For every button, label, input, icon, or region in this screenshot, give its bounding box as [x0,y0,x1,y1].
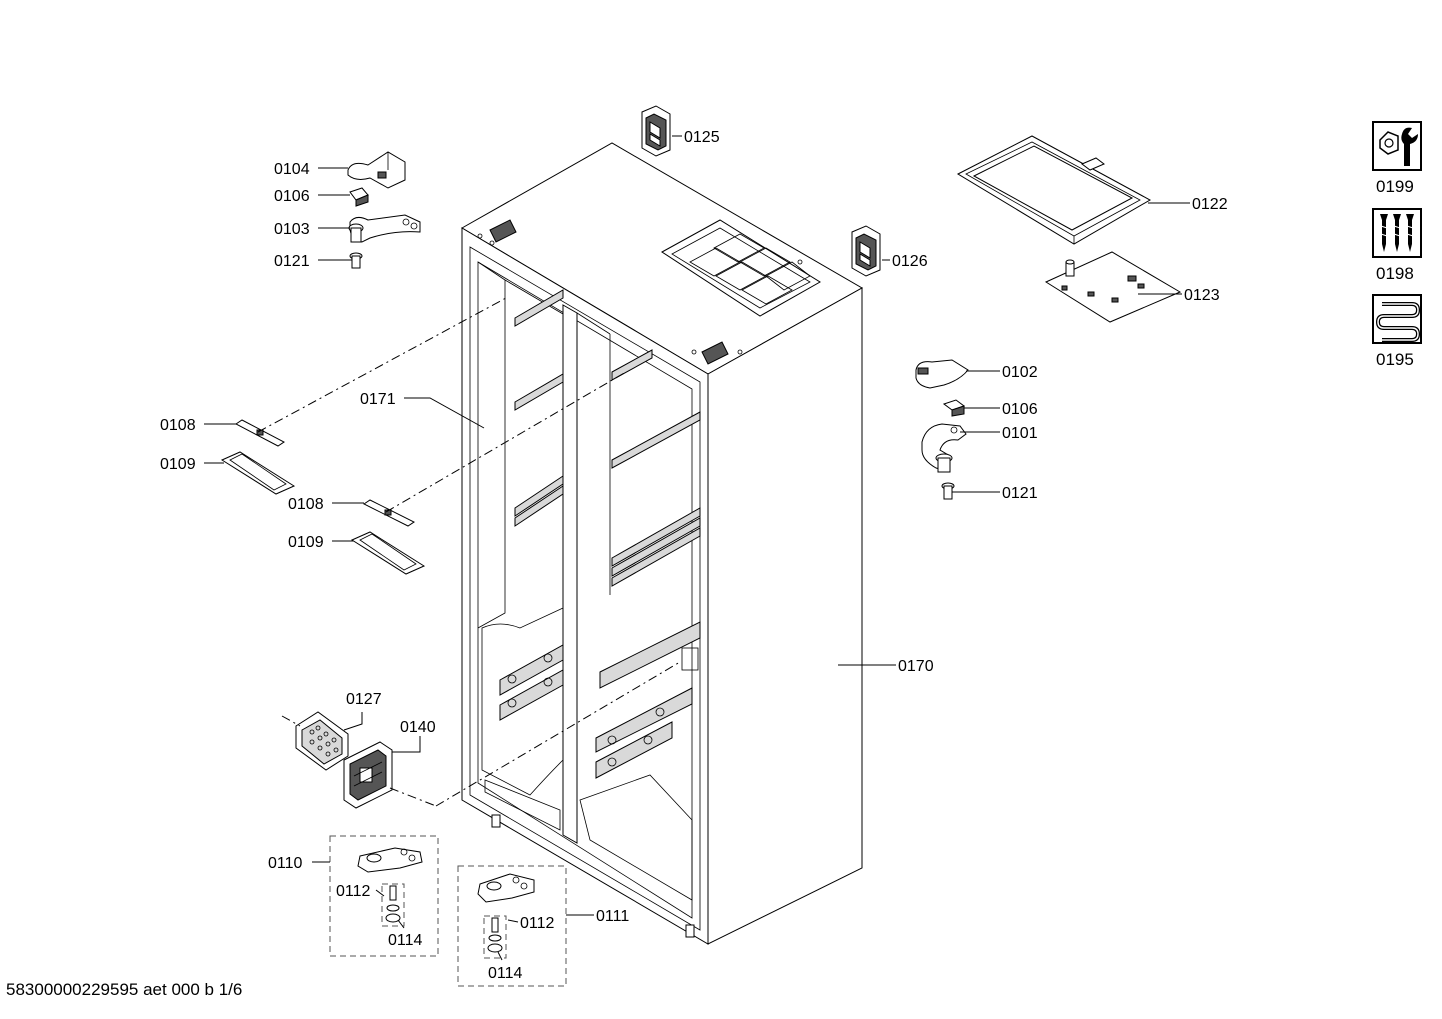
label-0170: 0170 [898,658,934,675]
grease-tube-icon [1372,294,1422,344]
hinge-cover-0102 [915,359,969,389]
strip-0108-bottom [363,499,415,527]
label-0199: 0199 [1376,177,1414,196]
tray-0109-bottom [350,531,426,575]
label-0125: 0125 [684,129,720,146]
label-0112-right: 0112 [520,915,555,932]
refrigerator-cabinet [461,142,864,945]
hinge-block-0106-right [942,399,966,417]
label-0195: 0195 [1376,350,1414,369]
label-0106-right: 0106 [1002,401,1038,418]
label-0112-left: 0112 [336,883,371,900]
label-0110: 0110 [268,855,303,872]
screws-icon [1372,208,1422,258]
label-0108-bottom: 0108 [288,496,324,513]
label-0108-top: 0108 [160,417,196,434]
hinge-kit-0110 [329,835,439,957]
bracket-0126 [851,225,881,277]
hinge-cover-0104 [347,151,406,189]
hinge-0101 [921,423,967,473]
label-0114-left: 0114 [388,932,423,949]
hinge-0103 [348,214,421,243]
projection-lines [257,297,681,807]
legend-0199: 0199 [1372,121,1422,196]
label-0126: 0126 [892,253,928,270]
legend-0195: 0195 [1372,294,1422,369]
filter-housing-0140 [343,741,393,809]
bushing-0121-left [349,252,363,269]
label-0171: 0171 [360,391,396,408]
label-0111: 0111 [596,908,629,925]
label-0121-left: 0121 [274,253,310,270]
label-0102: 0102 [1002,364,1038,381]
tray-0109-top [220,451,296,495]
strip-0108-top [235,419,285,447]
bushing-0121-right [941,482,955,500]
label-0106-left: 0106 [274,188,310,205]
label-0123: 0123 [1184,287,1220,304]
label-0104: 0104 [274,161,310,178]
label-0127: 0127 [346,691,382,708]
bracket-0125 [641,105,671,157]
label-0198: 0198 [1376,264,1414,283]
hinge-kit-0111 [457,865,567,987]
part-labels: 0125 0104 0106 0103 0121 0126 0122 0123 … [160,129,1228,982]
control-panel-cover-0122 [956,135,1152,245]
label-0109-top: 0109 [160,456,196,473]
filter-0127 [295,711,349,771]
legend-0198: 0198 [1372,208,1422,283]
label-0121-right: 0121 [1002,485,1038,502]
circuit-board-0123 [1044,251,1182,323]
label-0109-bottom: 0109 [288,534,324,551]
label-0114-right: 0114 [488,965,523,982]
label-0122: 0122 [1192,196,1228,213]
document-id-footer: 58300000229595 aet 000 b 1/6 [6,980,243,999]
label-0103: 0103 [274,221,310,238]
wrench-nut-icon [1372,121,1422,171]
label-0140: 0140 [400,719,436,736]
label-0101: 0101 [1002,425,1038,442]
hinge-block-0106-left [349,187,369,207]
leader-lines [204,135,1190,961]
